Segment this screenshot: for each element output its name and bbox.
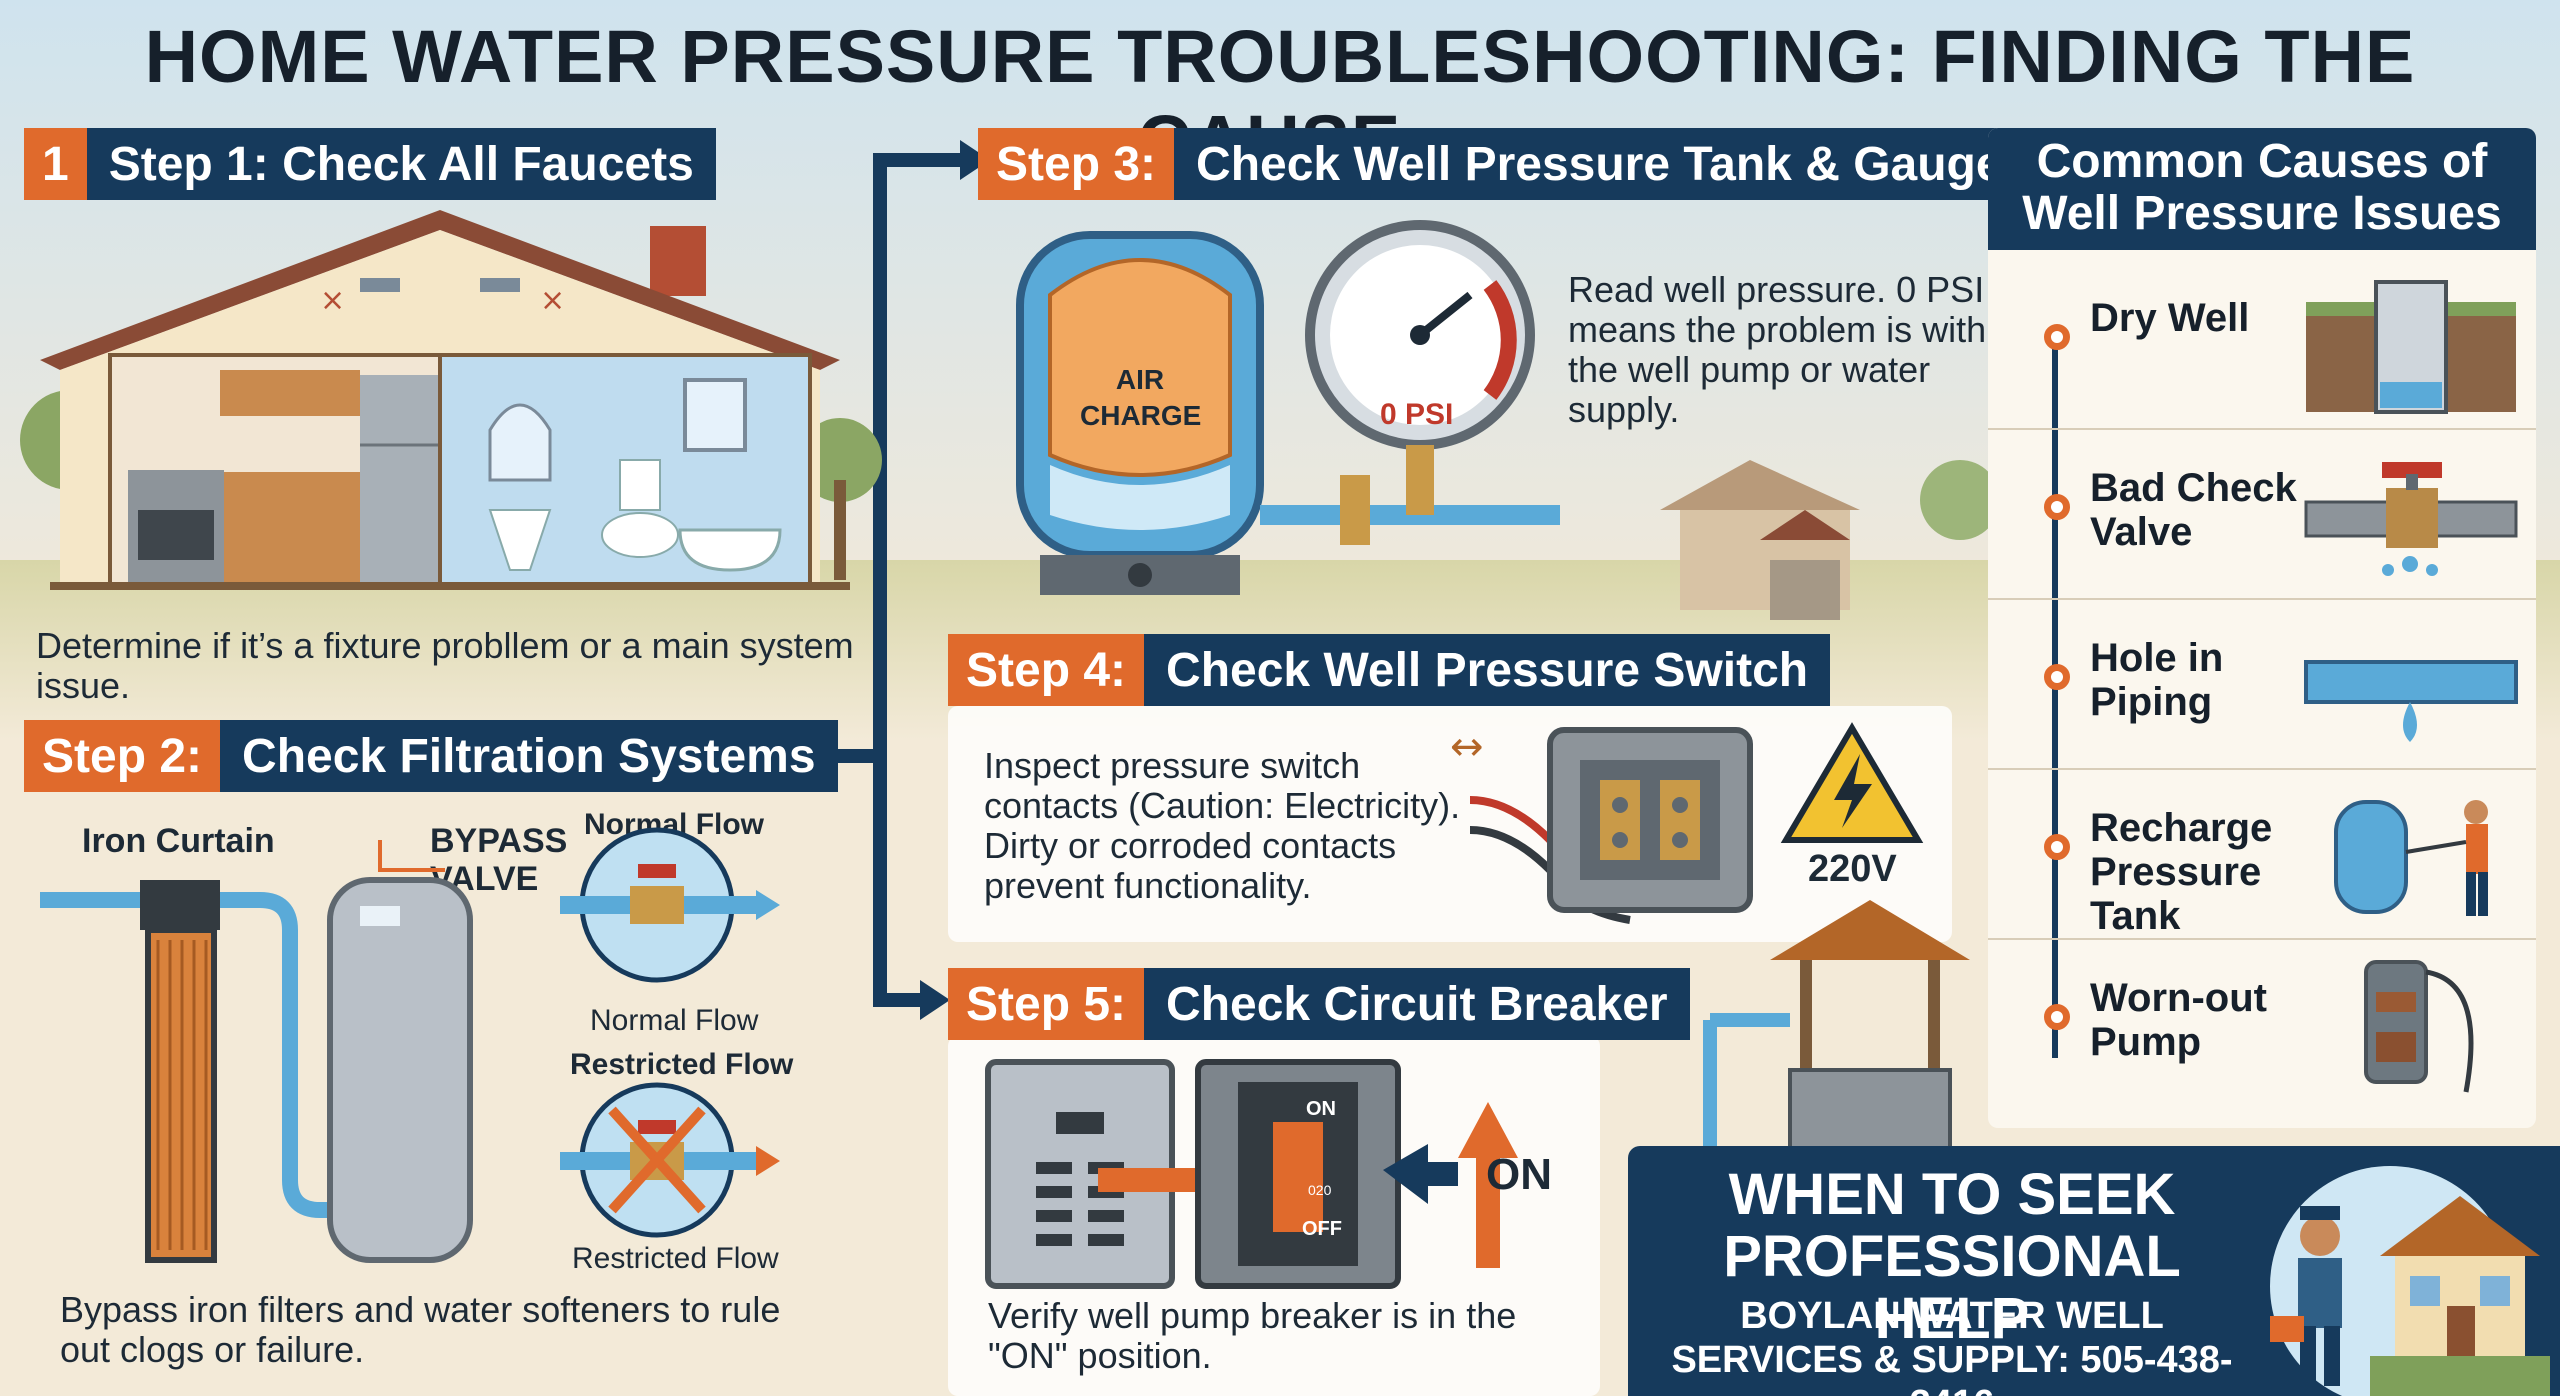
breaker-switch-off: OFF [1302,1218,1342,1240]
step3-number: Step 3: [978,128,1175,200]
submersible-pump-icon [2364,960,2474,1093]
cause-name: Hole in Piping [2090,636,2224,724]
step4-number: Step 4: [948,634,1145,706]
step1-header: 1 Step 1: Check All Faucets [24,128,716,200]
leaking-valve-icon [2304,462,2518,576]
page-title: HOME WATER PRESSURE TROUBLESHOOTING: FIN… [144,15,2416,183]
cause-name: Recharge Pressure Tank [2090,806,2273,938]
dry-well-icon [2306,280,2516,414]
cause-name: Worn-out Pump [2090,976,2267,1064]
breaker-switch-amps: 020 [1308,1182,1332,1198]
cause-name: Dry Well [2090,296,2250,340]
step4-title: Check Well Pressure Switch [1144,634,1831,706]
cause-bullet [2044,494,2070,520]
restricted-flow-caption: Restricted Flow [572,1242,779,1275]
common-causes-panel: Common Causes of Well Pressure Issues Dr… [1988,128,2536,1128]
pressure-tank-gauge-illustration [1016,220,1560,595]
technician-house-illustration [2270,1166,2550,1396]
step2-number: Step 2: [24,720,221,792]
step3-header: Step 3: Check Well Pressure Tank & Gauge [978,128,2025,200]
cause-item: Worn-out Pump [1988,940,2536,1110]
restricted-flow-title: Restricted Flow [570,1048,794,1081]
step5-description: Verify well pump breaker is in the "ON" … [988,1295,1517,1376]
cause-bullet [2044,324,2070,350]
causes-timeline-line [2052,338,2058,1058]
leaking-pipe-icon [2304,660,2518,742]
professional-help-banner: WHEN TO SEEK PROFESSIONAL HELP BOYLAN WA… [1628,1146,2560,1396]
common-causes-title: Common Causes of Well Pressure Issues [1988,128,2536,250]
step2-description: Bypass iron filters and water softeners … [60,1289,781,1370]
step1-title: Step 1: Check All Faucets [86,128,716,200]
step5-number: Step 5: [948,968,1145,1040]
svg-text:↔: ↔ [1450,724,1484,770]
step3-description: Read well pressure. 0 PSI means the prob… [1568,269,1987,430]
cause-item: Recharge Pressure Tank [1988,770,2536,940]
cause-bullet [2044,664,2070,690]
svg-text:×: × [320,283,345,318]
svg-text:×: × [540,283,565,318]
cause-item: Dry Well [1988,260,2536,430]
iron-curtain-label: Iron Curtain [82,822,275,860]
circuit-breaker-illustration [985,1059,1518,1289]
step5-header: Step 5: Check Circuit Breaker [948,968,1690,1040]
cause-item: Bad Check Valve [1988,430,2536,600]
high-voltage-warning-icon [1780,722,1924,843]
pressure-switch-illustration: ↔ [1450,724,1753,924]
step2-header: Step 2: Check Filtration Systems [24,720,838,792]
voltage-label: 220V [1808,848,1897,890]
cause-name: Bad Check Valve [2090,466,2297,554]
farmhouse-well-background [1660,460,2000,620]
step5-title: Check Circuit Breaker [1144,968,1690,1040]
house-cutaway-illustration: × × [20,210,882,590]
professional-help-title: WHEN TO SEEK PROFESSIONAL HELP [1723,1162,2181,1351]
step2-title: Check Filtration Systems [220,720,838,792]
cause-bullet [2044,1004,2070,1030]
filtration-systems-illustration [40,827,780,1263]
breaker-switch-on: ON [1306,1098,1336,1120]
step3-title: Check Well Pressure Tank & Gauge [1174,128,2025,200]
gauge-reading: 0 PSI [1380,398,1454,431]
step4-description: Inspect pressure switch contacts (Cautio… [984,745,1461,906]
cause-item: Hole in Piping [1988,600,2536,770]
professional-help-contact: BOYLAN WATER WELL SERVICES & SUPPLY: 505… [1671,1295,2233,1396]
pressure-tank-icon [2334,800,2488,916]
normal-flow-caption: Normal Flow [590,1004,759,1037]
step4-header: Step 4: Check Well Pressure Switch [948,634,1831,706]
step4-panel [948,706,1952,942]
breaker-on-label: ON [1486,1150,1552,1199]
air-charge-label: AIR CHARGE [1080,364,1202,431]
step1-description: Determine if it’s a fixture probllem or … [36,625,854,706]
step1-number: 1 [24,128,87,200]
cause-bullet [2044,834,2070,860]
